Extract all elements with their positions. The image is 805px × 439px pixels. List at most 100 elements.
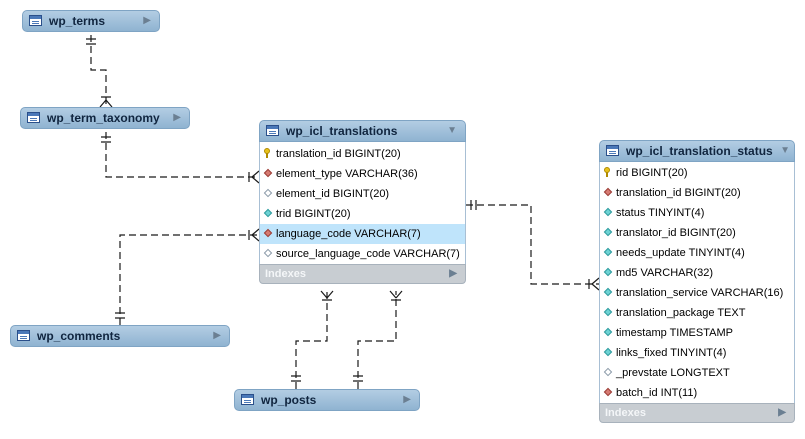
- column-label: links_fixed TINYINT(4): [616, 347, 727, 359]
- table-header[interactable]: wp_icl_translations ▼: [259, 120, 466, 142]
- table-icon: [17, 330, 30, 341]
- column-icon: [603, 287, 613, 297]
- table-name: wp_icl_translations: [286, 124, 398, 138]
- column-icon: [263, 208, 273, 218]
- column-row[interactable]: source_language_code VARCHAR(7): [260, 244, 465, 264]
- table-wp-terms[interactable]: wp_terms ▶: [22, 10, 160, 32]
- foreign-key-icon: [263, 228, 273, 238]
- column-label: translation_package TEXT: [616, 307, 746, 319]
- table-header[interactable]: wp_comments ▶: [10, 325, 230, 347]
- table-header[interactable]: wp_icl_translation_status ▼: [599, 140, 795, 162]
- nullable-column-icon: [603, 367, 613, 377]
- relationship-posts-translations-a: [295, 291, 328, 389]
- column-row[interactable]: translation_id BIGINT(20): [260, 144, 465, 164]
- table-wp-icl-translation-status[interactable]: wp_icl_translation_status ▼ rid BIGINT(2…: [599, 140, 795, 423]
- column-label: batch_id INT(11): [616, 387, 698, 399]
- triangle-right-icon[interactable]: ▶: [778, 407, 786, 418]
- one-marker: [470, 200, 477, 210]
- column-label: translation_service VARCHAR(16): [616, 287, 784, 299]
- column-label: element_id BIGINT(20): [276, 188, 390, 200]
- triangle-right-icon[interactable]: ▶: [173, 112, 181, 123]
- triangle-down-icon[interactable]: ▼: [780, 145, 790, 156]
- table-wp-comments[interactable]: wp_comments ▶: [10, 325, 230, 347]
- one-marker: [353, 375, 363, 382]
- column-row[interactable]: needs_update TINYINT(4): [600, 243, 794, 263]
- indexes-section[interactable]: Indexes ▶: [599, 403, 795, 423]
- column-row[interactable]: element_type VARCHAR(36): [260, 164, 465, 184]
- many-marker: [320, 290, 334, 301]
- table-icon: [266, 125, 279, 136]
- table-wp-icl-translations[interactable]: wp_icl_translations ▼ translation_id BIG…: [259, 120, 466, 284]
- primary-key-icon: [264, 148, 270, 159]
- triangle-right-icon[interactable]: ▶: [213, 330, 221, 341]
- many-marker: [248, 170, 260, 184]
- column-row[interactable]: _prevstate LONGTEXT: [600, 363, 794, 383]
- column-row[interactable]: translation_service VARCHAR(16): [600, 283, 794, 303]
- triangle-right-icon[interactable]: ▶: [403, 394, 411, 405]
- column-label: translation_id BIGINT(20): [616, 187, 741, 199]
- triangle-right-icon[interactable]: ▶: [449, 268, 457, 279]
- column-label: element_type VARCHAR(36): [276, 168, 418, 180]
- foreign-key-icon: [603, 387, 613, 397]
- many-marker: [99, 96, 113, 108]
- column-label: trid BIGINT(20): [276, 208, 351, 220]
- relationship-translations-status: [466, 204, 599, 285]
- many-marker: [588, 277, 600, 291]
- column-row[interactable]: status TINYINT(4): [600, 203, 794, 223]
- table-header[interactable]: wp_terms ▶: [22, 10, 160, 32]
- one-marker: [86, 38, 96, 45]
- column-icon: [603, 307, 613, 317]
- table-icon: [241, 394, 254, 405]
- one-marker: [101, 136, 111, 143]
- foreign-key-icon: [603, 187, 613, 197]
- table-wp-term-taxonomy[interactable]: wp_term_taxonomy ▶: [20, 107, 190, 129]
- primary-key-icon: [604, 167, 610, 178]
- table-header[interactable]: wp_term_taxonomy ▶: [20, 107, 190, 129]
- column-row[interactable]: rid BIGINT(20): [600, 163, 794, 183]
- column-label: translator_id BIGINT(20): [616, 227, 736, 239]
- column-row[interactable]: translator_id BIGINT(20): [600, 223, 794, 243]
- column-label: translation_id BIGINT(20): [276, 148, 401, 160]
- many-marker: [248, 228, 260, 242]
- table-name: wp_terms: [49, 14, 106, 28]
- table-header[interactable]: wp_posts ▶: [234, 389, 420, 411]
- column-icon: [603, 207, 613, 217]
- column-row[interactable]: translation_id BIGINT(20): [600, 183, 794, 203]
- column-icon: [603, 267, 613, 277]
- triangle-down-icon[interactable]: ▼: [447, 125, 457, 136]
- indexes-section[interactable]: Indexes ▶: [259, 264, 466, 284]
- table-name: wp_posts: [261, 393, 317, 407]
- column-row[interactable]: trid BIGINT(20): [260, 204, 465, 224]
- relationship-comments-translations: [119, 234, 259, 325]
- nullable-column-icon: [263, 188, 273, 198]
- column-icon: [603, 247, 613, 257]
- nullable-column-icon: [263, 248, 273, 258]
- column-row[interactable]: element_id BIGINT(20): [260, 184, 465, 204]
- column-row[interactable]: timestamp TIMESTAMP: [600, 323, 794, 343]
- column-label: status TINYINT(4): [616, 207, 705, 219]
- column-row-selected[interactable]: language_code VARCHAR(7): [260, 224, 465, 244]
- relationship-taxonomy-translations: [105, 132, 259, 178]
- indexes-label: Indexes: [605, 407, 646, 419]
- column-icon: [603, 347, 613, 357]
- indexes-label: Indexes: [265, 268, 306, 280]
- table-name: wp_comments: [37, 329, 121, 343]
- one-marker: [115, 312, 125, 319]
- column-row[interactable]: md5 VARCHAR(32): [600, 263, 794, 283]
- many-marker: [389, 290, 403, 301]
- column-label: timestamp TIMESTAMP: [616, 327, 733, 339]
- column-row[interactable]: translation_package TEXT: [600, 303, 794, 323]
- relationship-posts-translations-b: [357, 291, 397, 389]
- triangle-right-icon[interactable]: ▶: [143, 15, 151, 26]
- column-list: rid BIGINT(20) translation_id BIGINT(20)…: [599, 162, 795, 403]
- column-icon: [603, 227, 613, 237]
- table-icon: [29, 15, 42, 26]
- table-wp-posts[interactable]: wp_posts ▶: [234, 389, 420, 411]
- column-row[interactable]: links_fixed TINYINT(4): [600, 343, 794, 363]
- column-row[interactable]: batch_id INT(11): [600, 383, 794, 403]
- table-icon: [606, 145, 619, 156]
- column-label: rid BIGINT(20): [616, 167, 688, 179]
- table-name: wp_term_taxonomy: [47, 111, 160, 125]
- column-list: translation_id BIGINT(20) element_type V…: [259, 142, 466, 264]
